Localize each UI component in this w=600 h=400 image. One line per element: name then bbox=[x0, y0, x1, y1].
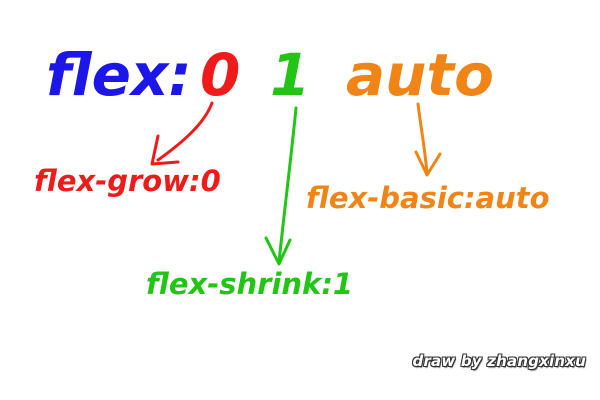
grow-arrow bbox=[150, 101, 214, 166]
grow-arrow-head bbox=[150, 134, 180, 166]
label-flex-basis: flex-basic:auto bbox=[306, 181, 550, 215]
basis-arrow-shaft bbox=[416, 102, 429, 175]
author-signature: draw by zhangxinxu bbox=[412, 352, 586, 370]
heading-keyword: flex: bbox=[46, 41, 192, 109]
grow-arrow-shaft bbox=[156, 101, 214, 162]
basis-arrow bbox=[414, 102, 442, 177]
shrink-arrow-shaft bbox=[277, 106, 298, 264]
label-flex-shrink: flex-shrink:1 bbox=[146, 267, 354, 301]
label-flex-grow: flex-grow:0 bbox=[34, 164, 221, 198]
heading-shrink-value: 1 bbox=[270, 41, 311, 109]
heading-basis-value: auto bbox=[346, 41, 495, 109]
basis-arrow-head bbox=[414, 150, 442, 177]
shrink-arrow-head bbox=[264, 236, 292, 266]
heading-grow-value: 0 bbox=[200, 41, 241, 109]
shrink-arrow bbox=[264, 106, 298, 266]
